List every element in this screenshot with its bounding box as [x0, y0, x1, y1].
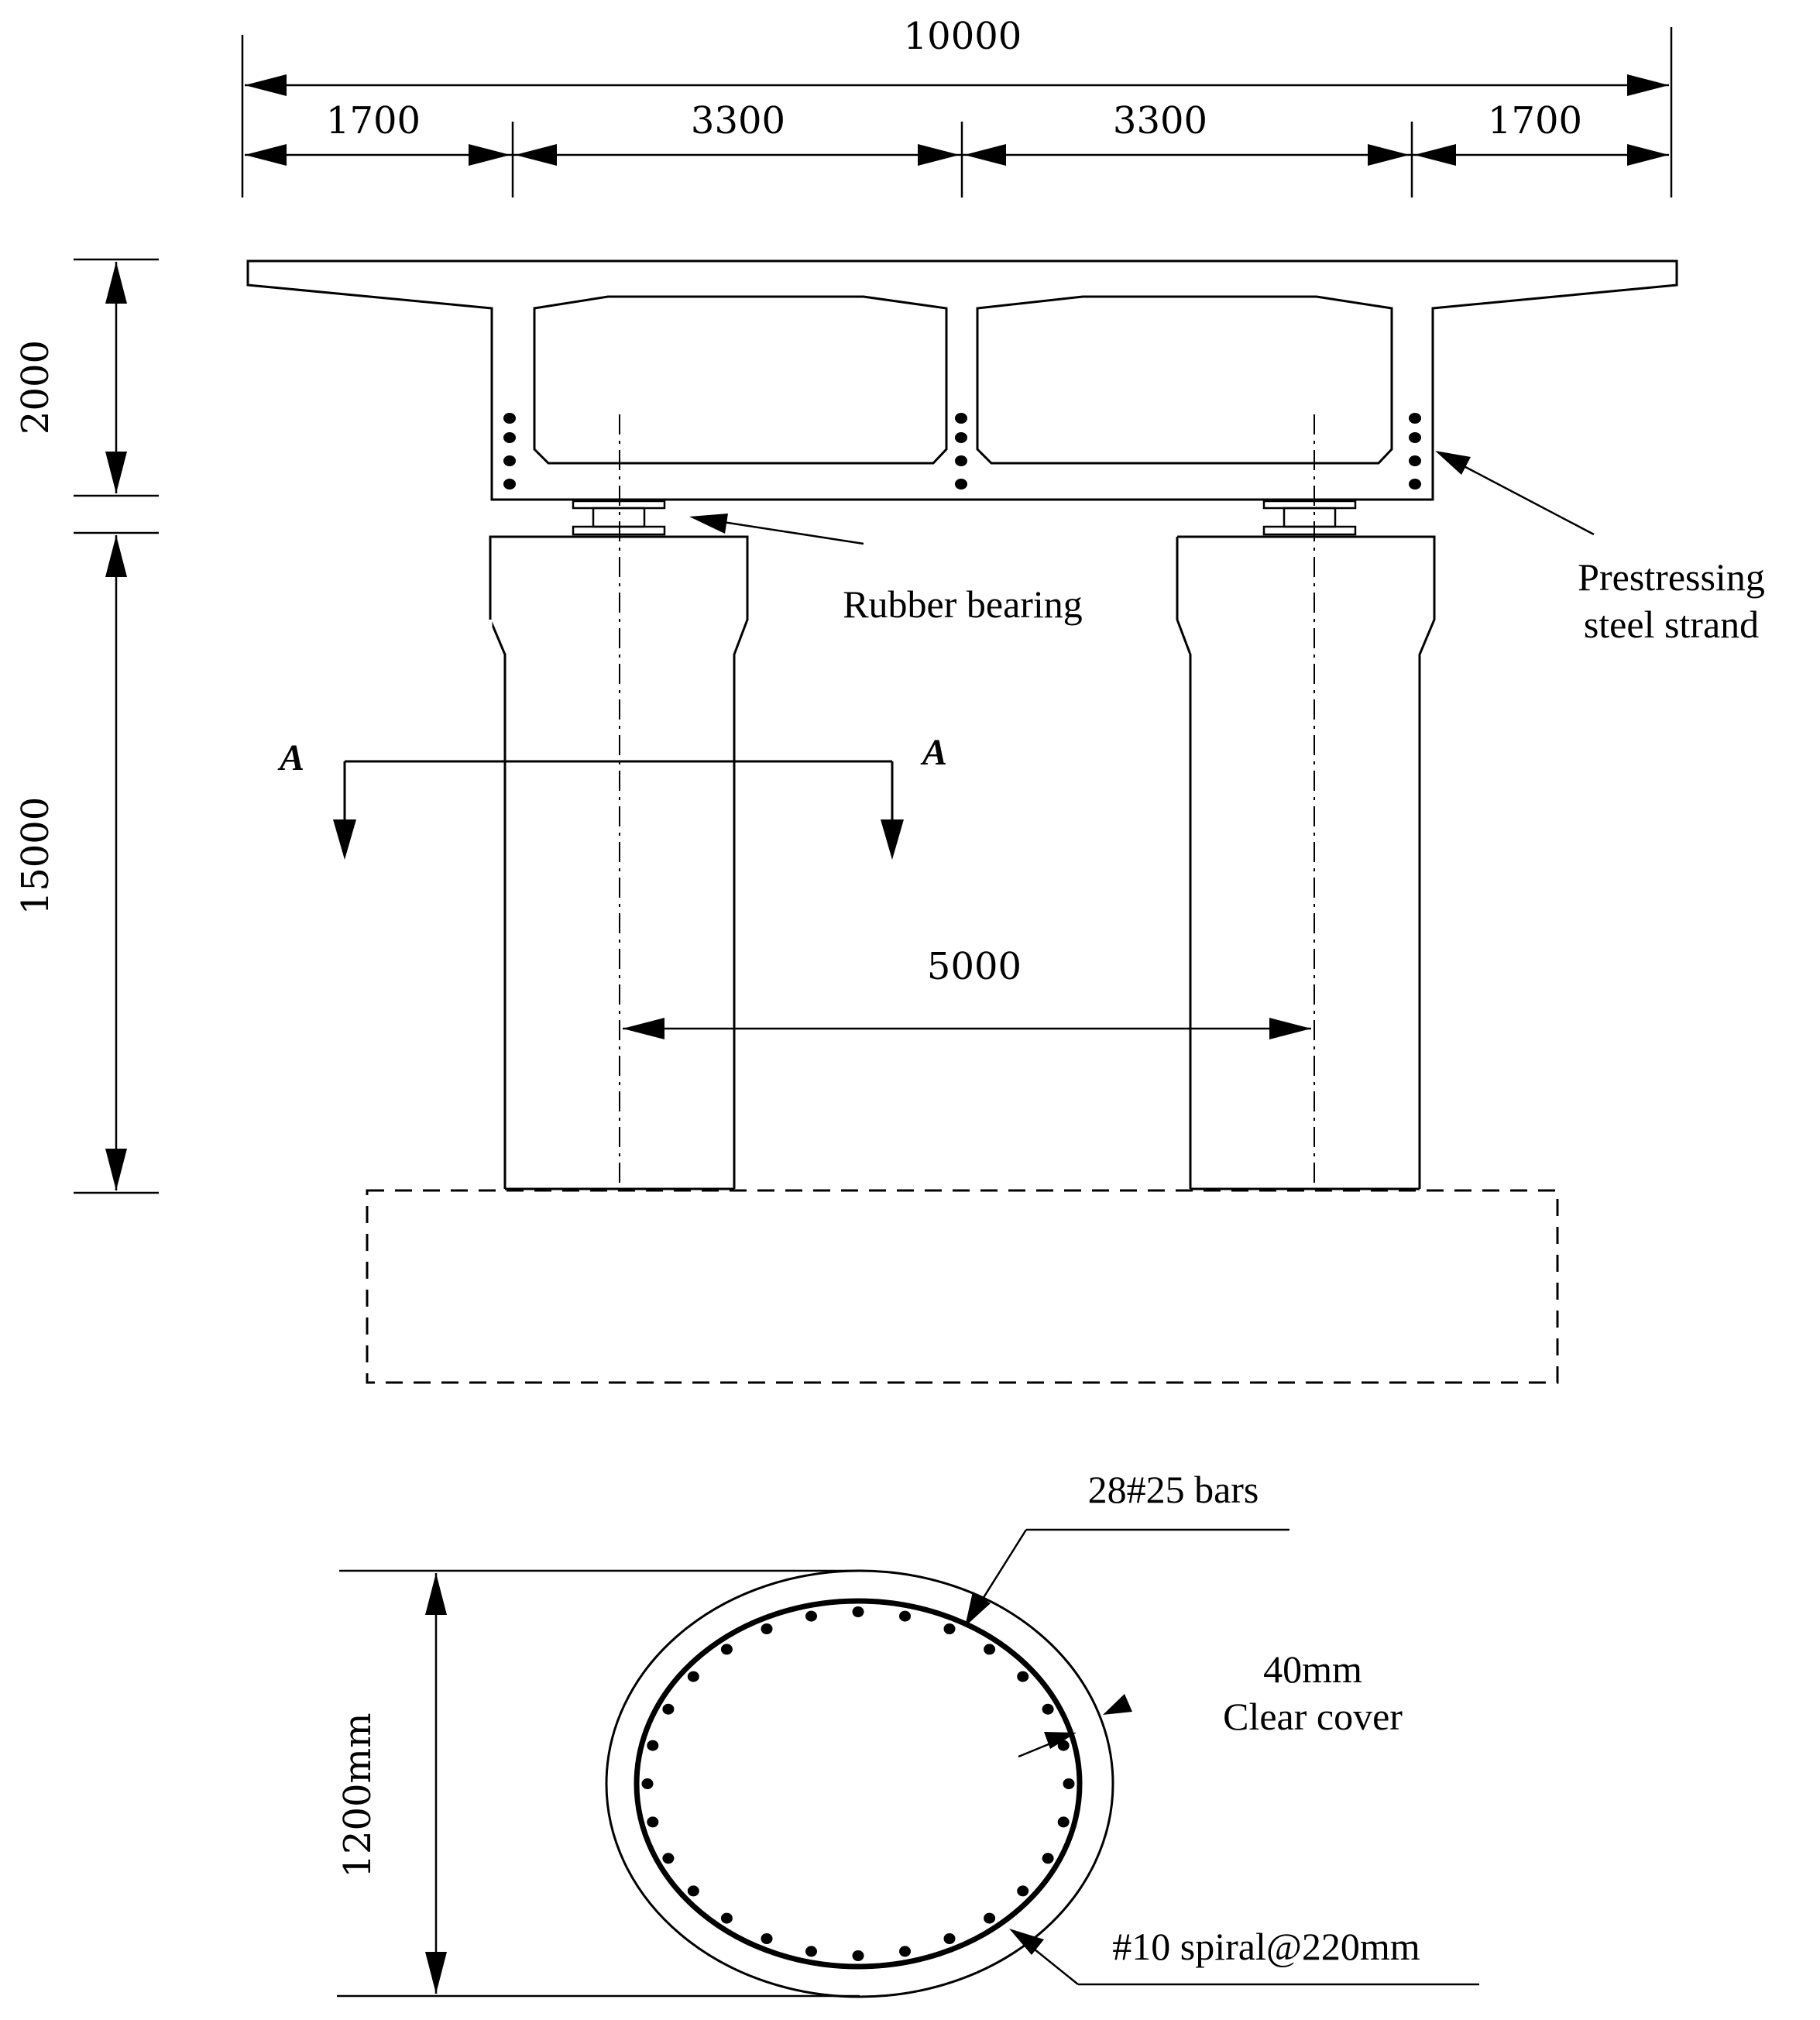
leader-longitudinal-bars	[965, 1528, 1289, 1627]
rebar-dot	[687, 1885, 699, 1897]
column-spacing-dimension	[623, 1018, 1311, 1039]
footing	[366, 1189, 1559, 1384]
prestressing-strands	[503, 413, 1421, 490]
rebar-dot	[761, 1623, 773, 1634]
rebar-dot	[647, 1740, 659, 1751]
rebar-dot	[1017, 1671, 1029, 1682]
column-right	[1177, 535, 1436, 1189]
box-girder	[246, 259, 1678, 501]
rebar-dot	[899, 1946, 911, 1957]
dim-column-diameter: 1200mm	[336, 1713, 379, 1877]
rebar-dot	[720, 1912, 733, 1924]
rebar-dot	[1017, 1885, 1029, 1897]
top-dimension-lines	[241, 27, 1673, 198]
leader-prestressing-strand	[1435, 451, 1595, 536]
dim-overall-width: 10000	[904, 15, 1022, 58]
girder-cell-left	[533, 295, 948, 465]
rebar-dot	[943, 1933, 956, 1944]
dim-cantilever-left: 1700	[326, 99, 421, 143]
rebar-dot	[899, 1610, 911, 1622]
column-cross-section	[337, 1569, 1114, 1998]
rebar-dot	[984, 1644, 996, 1655]
dim-cell-left: 3300	[691, 99, 785, 143]
rebar-dot	[641, 1778, 654, 1789]
rebar-dot	[687, 1671, 699, 1682]
dim-girder-depth: 2000	[14, 340, 57, 435]
rubber-bearing-right	[1262, 500, 1357, 536]
rebar-dot	[1057, 1740, 1070, 1751]
rebar-dot	[647, 1816, 659, 1828]
rebar-dot	[1063, 1778, 1075, 1789]
rebar-dot	[662, 1853, 675, 1864]
section-cut-marker	[333, 760, 904, 860]
rebar-dot	[1057, 1816, 1070, 1828]
dim-cell-right: 3300	[1113, 99, 1207, 143]
rebar-dot	[852, 1950, 864, 1961]
dim-column-spacing: 5000	[927, 945, 1022, 988]
section-spiral	[634, 1598, 1083, 1970]
dim-cantilever-right: 1700	[1488, 99, 1582, 143]
left-dimension-lines	[74, 258, 159, 1194]
label-cover-line1: 40mm	[1263, 1647, 1362, 1691]
leader-spiral	[1009, 1929, 1479, 1986]
label-prestressing-line1: Prestressing	[1578, 555, 1765, 599]
label-spiral: #10 spiral@220mm	[1112, 1925, 1420, 1968]
rebar-dot	[662, 1703, 675, 1715]
rebar-dot	[984, 1912, 996, 1924]
rebar-dot	[761, 1933, 773, 1944]
rebar-dot	[805, 1610, 817, 1622]
rebar-dot	[1042, 1853, 1054, 1864]
rebar-dot	[943, 1623, 956, 1634]
label-longitudinal-bars: 28#25 bars	[1088, 1468, 1259, 1511]
section-rebars	[641, 1606, 1075, 1961]
rebar-dot	[720, 1644, 733, 1655]
label-cover-line2: Clear cover	[1223, 1695, 1403, 1738]
label-rubber-bearing: Rubber bearing	[843, 582, 1083, 626]
rebar-dot	[1042, 1703, 1054, 1715]
girder-cell-right	[976, 295, 1393, 465]
dim-pier-height: 15000	[14, 797, 57, 916]
section-label-right: A	[920, 732, 947, 773]
section-outer-circle	[605, 1569, 1114, 1998]
label-prestressing-line2: steel strand	[1584, 603, 1759, 646]
leader-clear-cover	[1018, 1694, 1132, 1758]
leader-rubber-bearing	[689, 514, 864, 545]
rebar-dot	[852, 1606, 864, 1617]
section-label-left: A	[277, 737, 304, 778]
rebar-dot	[805, 1946, 817, 1957]
